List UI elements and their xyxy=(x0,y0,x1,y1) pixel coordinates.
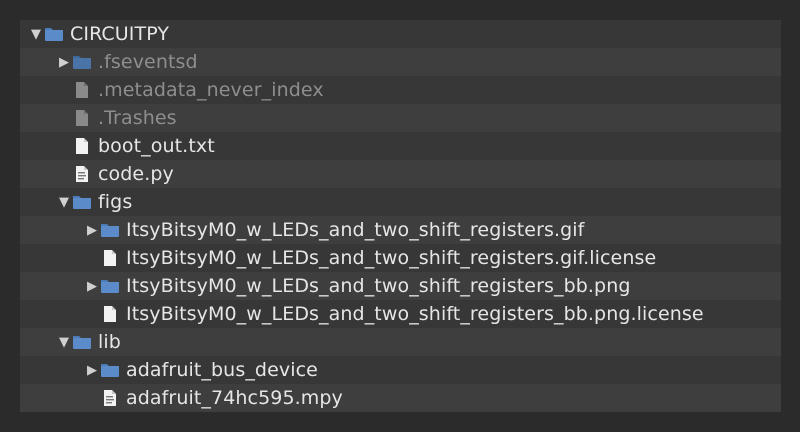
tree-row-lib[interactable]: ▼ lib xyxy=(20,328,781,356)
tree-row-trashes[interactable]: .Trashes xyxy=(20,104,781,132)
tree-item-label: lib xyxy=(98,331,121,353)
triangle-right-icon[interactable]: ▶ xyxy=(87,362,97,378)
folder-icon xyxy=(72,192,92,212)
document-icon xyxy=(100,248,120,268)
triangle-down-icon[interactable]: ▼ xyxy=(31,26,41,42)
tree-row-itsybitsy-gif-license[interactable]: ItsyBitsyM0_w_LEDs_and_two_shift_registe… xyxy=(20,244,781,272)
folder-icon xyxy=(72,332,92,352)
tree-item-label: boot_out.txt xyxy=(98,135,215,157)
document-icon xyxy=(72,80,92,100)
tree-item-label: ItsyBitsyM0_w_LEDs_and_two_shift_registe… xyxy=(126,275,631,297)
tree-row-code-py[interactable]: code.py xyxy=(20,160,781,188)
tree-row-metadata-never-index[interactable]: .metadata_never_index xyxy=(20,76,781,104)
tree-row-itsybitsy-bb-png-license[interactable]: ItsyBitsyM0_w_LEDs_and_two_shift_registe… xyxy=(20,300,781,328)
folder-icon xyxy=(44,24,64,44)
folder-icon xyxy=(100,360,120,380)
triangle-down-icon[interactable]: ▼ xyxy=(59,194,69,210)
tree-item-label: code.py xyxy=(98,163,174,185)
tree-item-label: .Trashes xyxy=(98,107,177,129)
triangle-right-icon[interactable]: ▶ xyxy=(87,278,97,294)
tree-row-adafruit-74hc595-mpy[interactable]: adafruit_74hc595.mpy xyxy=(20,384,781,412)
tree-item-label: CIRCUITPY xyxy=(70,23,170,45)
triangle-down-icon[interactable]: ▼ xyxy=(59,334,69,350)
tree-row-figs[interactable]: ▼ figs xyxy=(20,188,781,216)
folder-icon xyxy=(72,52,92,72)
tree-item-label: figs xyxy=(98,191,133,213)
tree-row-itsybitsy-bb-png[interactable]: ▶ ItsyBitsyM0_w_LEDs_and_two_shift_regis… xyxy=(20,272,781,300)
tree-item-label: ItsyBitsyM0_w_LEDs_and_two_shift_registe… xyxy=(126,247,657,269)
document-icon xyxy=(100,304,120,324)
tree-item-label: .metadata_never_index xyxy=(98,79,324,101)
script-document-icon xyxy=(72,164,92,184)
tree-row-boot-out-txt[interactable]: boot_out.txt xyxy=(20,132,781,160)
script-document-icon xyxy=(100,388,120,408)
tree-item-label: .fseventsd xyxy=(98,51,198,73)
folder-icon xyxy=(100,276,120,296)
tree-row-fseventsd[interactable]: ▶ .fseventsd xyxy=(20,48,781,76)
tree-row-itsybitsy-gif[interactable]: ▶ ItsyBitsyM0_w_LEDs_and_two_shift_regis… xyxy=(20,216,781,244)
triangle-right-icon[interactable]: ▶ xyxy=(59,54,69,70)
file-tree-panel: ▼ CIRCUITPY ▶ .fseventsd .metadata_never… xyxy=(20,20,781,412)
folder-icon xyxy=(100,220,120,240)
tree-row-circuitpy[interactable]: ▼ CIRCUITPY xyxy=(20,20,781,48)
tree-row-adafruit-bus-device[interactable]: ▶ adafruit_bus_device xyxy=(20,356,781,384)
triangle-right-icon[interactable]: ▶ xyxy=(87,222,97,238)
tree-item-label: adafruit_74hc595.mpy xyxy=(126,387,343,409)
tree-item-label: ItsyBitsyM0_w_LEDs_and_two_shift_registe… xyxy=(126,303,704,325)
document-icon xyxy=(72,136,92,156)
document-icon xyxy=(72,108,92,128)
tree-item-label: ItsyBitsyM0_w_LEDs_and_two_shift_registe… xyxy=(126,219,585,241)
tree-item-label: adafruit_bus_device xyxy=(126,359,318,381)
